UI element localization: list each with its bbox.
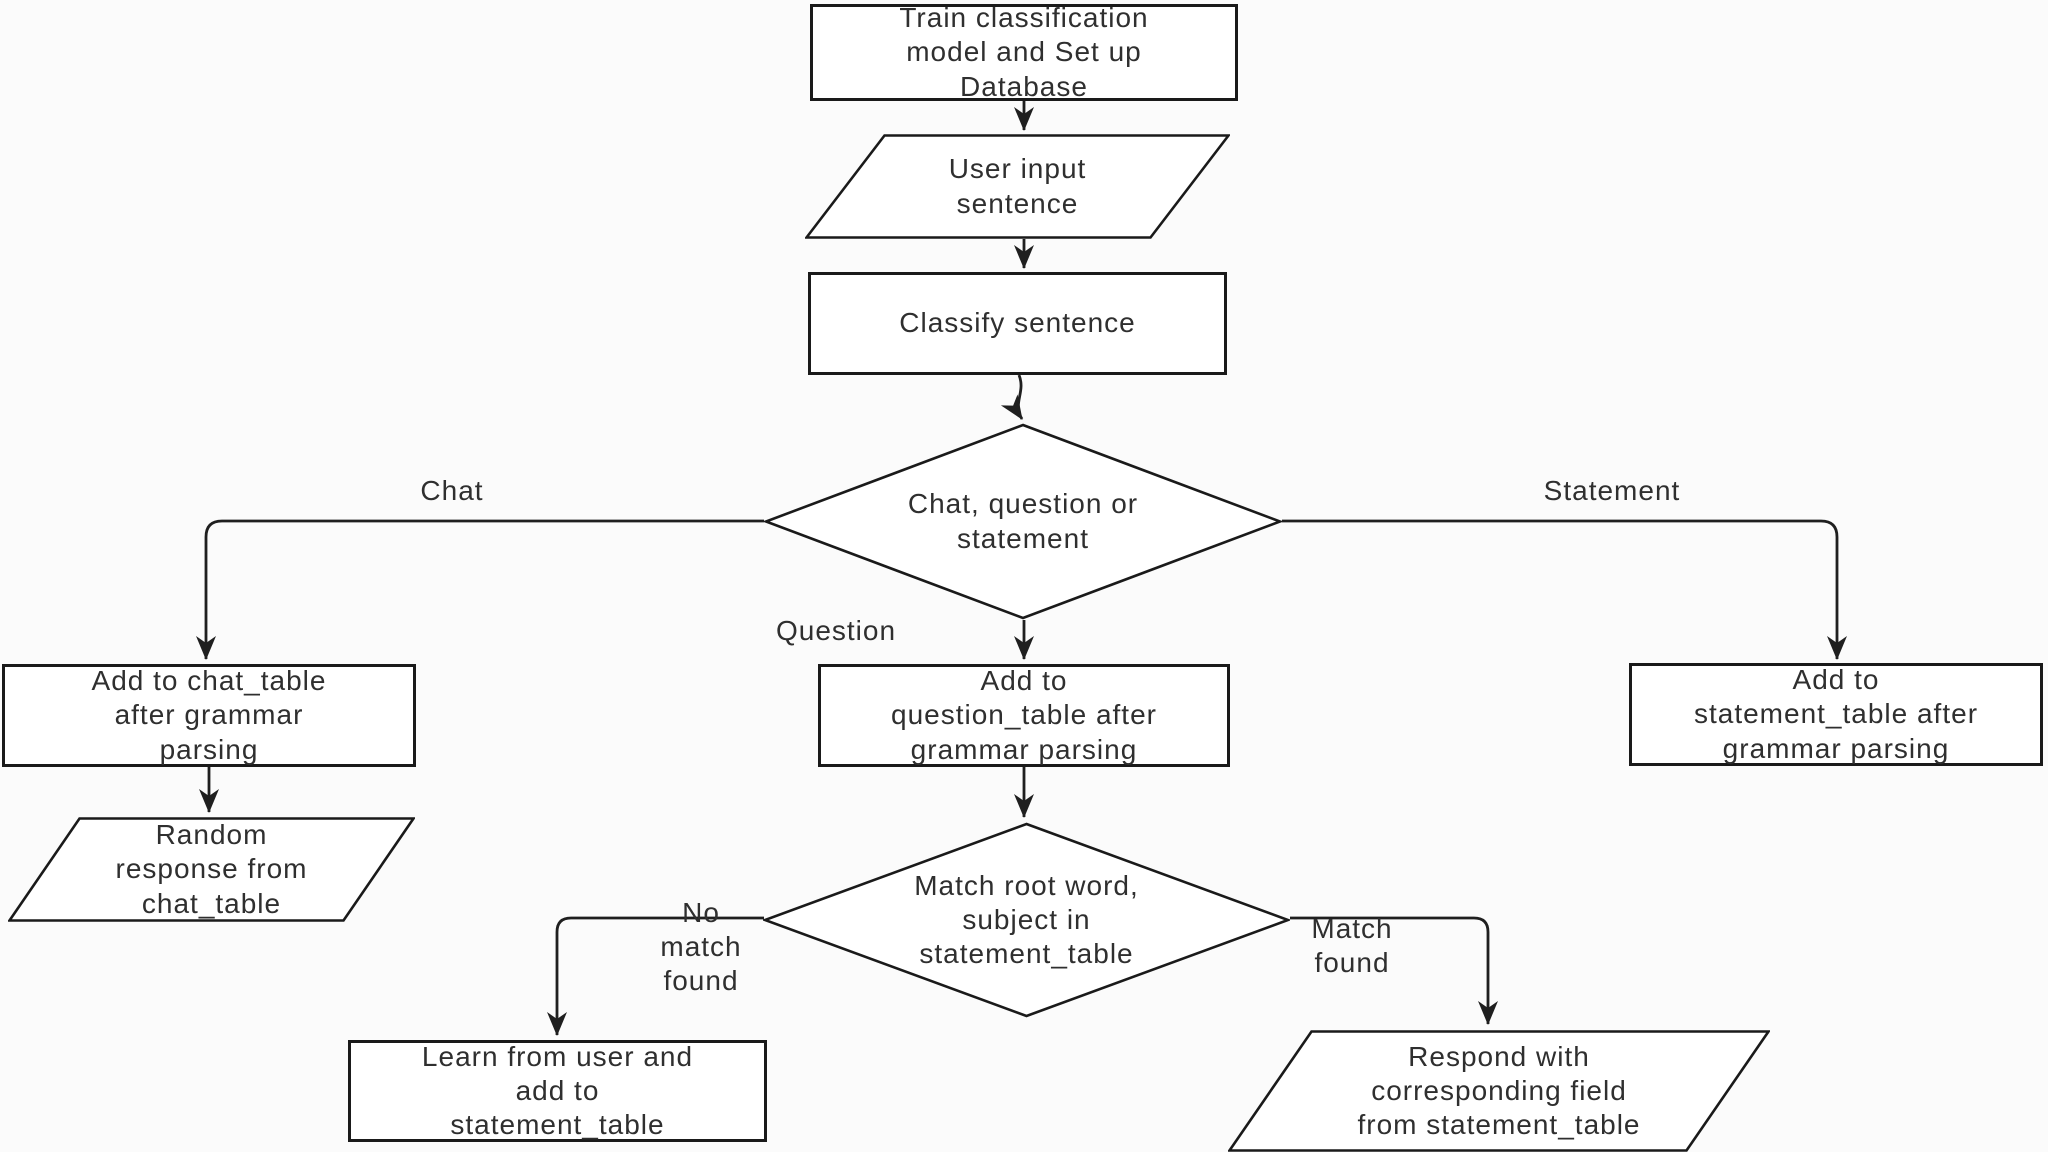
node-classify-sentence: Classify sentence	[808, 272, 1227, 375]
node-add-statement-table: Add to statement_table after grammar par…	[1629, 663, 2043, 766]
parallelogram-shape	[8, 817, 415, 922]
diamond-shape	[764, 423, 1282, 620]
node-add-chat-table: Add to chat_table after grammar parsing	[2, 664, 416, 767]
node-decision-match: Match root word, subject in statement_ta…	[763, 822, 1290, 1018]
node-respond-field-label: Respond with corresponding field from st…	[1357, 1040, 1641, 1141]
node-random-response-label: Random response from chat_table	[115, 819, 308, 919]
node-add-question-table-label: Add to question_table after grammar pars…	[891, 665, 1157, 765]
edge-decision-type-to-add-chat	[196, 519, 764, 660]
node-add-chat-table-label: Add to chat_table after grammar parsing	[91, 665, 327, 765]
node-user-input-label: User input sentence	[948, 153, 1087, 219]
node-decision-match-label: Match root word, subject in statement_ta…	[914, 869, 1139, 970]
node-learn-from-user-label: Learn from user and add to statement_tab…	[421, 1040, 694, 1141]
node-add-question-table: Add to question_table after grammar pars…	[818, 664, 1230, 767]
edge-classify-to-decision-type	[1000, 374, 1024, 420]
diamond-shape	[763, 822, 1290, 1018]
edge-label-match-found: Match found	[1311, 912, 1393, 978]
node-classify-sentence-label: Classify sentence	[899, 307, 1136, 339]
edge-decision-match-to-respond	[1290, 916, 1498, 1025]
node-user-input: User input sentence	[805, 134, 1230, 239]
edge-label-chat: Chat	[420, 474, 484, 506]
edge-label-statement: Statement	[1543, 474, 1681, 506]
node-train-model: Train classification model and Set up Da…	[810, 2, 1238, 102]
node-respond-field: Respond with corresponding field from st…	[1228, 1030, 1770, 1152]
node-decision-sentence-type: Chat, question or statement	[764, 423, 1282, 620]
node-add-statement-table-label: Add to statement_table after grammar par…	[1693, 664, 1979, 764]
node-decision-sentence-type-label: Chat, question or statement	[907, 488, 1139, 554]
edge-decision-type-to-add-statement	[1282, 519, 1847, 660]
parallelogram-shape	[805, 134, 1230, 239]
node-learn-from-user: Learn from user and add to statement_tab…	[348, 1040, 767, 1142]
edge-decision-match-to-learn	[547, 916, 764, 1036]
edge-label-no-match-found: No match found	[660, 896, 742, 997]
parallelogram-shape	[1228, 1030, 1770, 1152]
edge-label-question: Question	[775, 614, 897, 646]
node-train-model-label: Train classification model and Set up Da…	[899, 2, 1149, 102]
node-random-response: Random response from chat_table	[8, 817, 415, 922]
